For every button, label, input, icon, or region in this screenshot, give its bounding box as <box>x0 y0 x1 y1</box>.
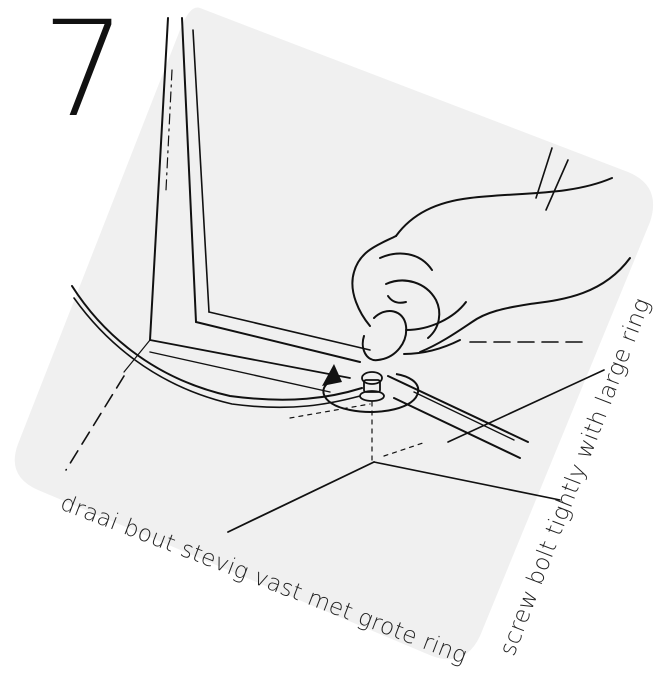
step-number: 7 <box>42 4 122 136</box>
